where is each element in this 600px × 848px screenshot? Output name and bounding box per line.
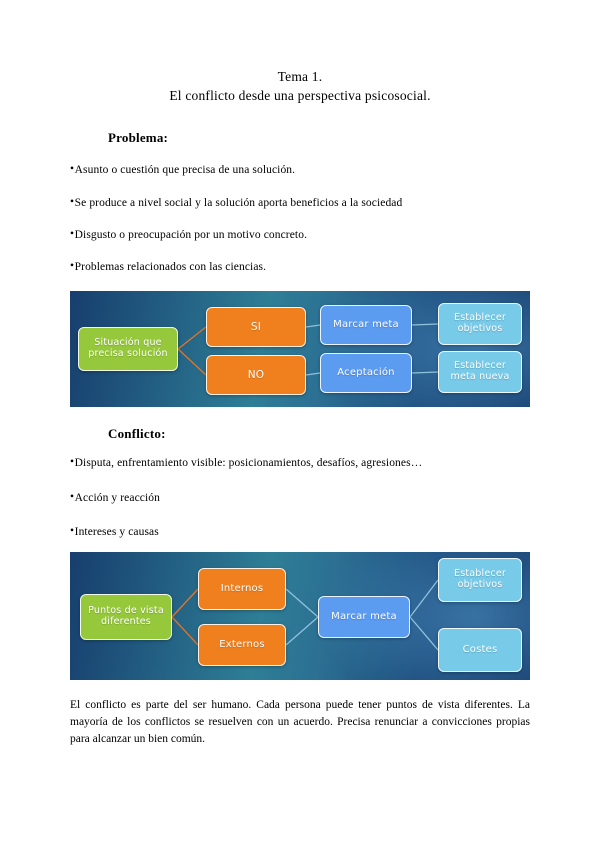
diagram-node-label: Establecer objetivos [454,568,506,590]
document-title: Tema 1. El conflicto desde una perspecti… [0,68,600,106]
title-line-2: El conflicto desde una perspectiva psico… [169,88,431,103]
diagram-node-puntos[interactable]: Puntos de vista diferentes [80,594,172,640]
bullet-marker: • [70,196,75,208]
closing-paragraph: El conflicto es parte del ser humano. Ca… [70,699,530,745]
diagram-node-objetivos2[interactable]: Establecer objetivos [438,558,522,602]
bullet-marker: • [70,260,75,272]
bullet-text: Problemas relacionados con las ciencias. [74,261,267,273]
bullet-problema-4: •Problemas relacionados con las ciencias… [70,260,267,273]
bullet-text: Asunto o cuestión que precisa de una sol… [74,164,296,176]
bullet-conflicto-1: •Disputa, enfrentamiento visible: posici… [70,456,423,469]
diagram-node-objetivos[interactable]: Establecer objetivos [438,303,522,345]
diagram-node-marcar[interactable]: Marcar meta [320,305,412,345]
diagram-node-label: Costes [462,644,498,656]
bullet-marker: • [70,228,75,240]
bullet-marker: • [70,525,75,537]
bullet-marker: • [70,491,75,503]
bullet-problema-2: •Se produce a nivel social y la solución… [70,196,403,209]
bullet-text: Disgusto o preocupación por un motivo co… [74,229,308,241]
diagram-node-externos[interactable]: Externos [198,624,286,666]
diagram-node-internos[interactable]: Internos [198,568,286,610]
diagram-node-label: Puntos de vista diferentes [88,605,164,627]
bullet-problema-3: •Disgusto o preocupación por un motivo c… [70,228,308,241]
bullet-text: Disputa, enfrentamiento visible: posicio… [74,457,423,469]
diagram-node-label: Establecer meta nueva [450,360,510,382]
diagram-node-label: NO [247,368,265,381]
bullet-marker: • [70,456,75,468]
diagram-problema: Situación que precisa solución SI NO Marcar… [70,291,530,407]
diagram-node-aceptacion[interactable]: Aceptación [320,353,412,393]
bullet-conflicto-3: •Intereses y causas [70,525,159,538]
diagram-node-label: Situación que precisa solución [88,337,168,359]
diagram-node-situacion[interactable]: Situación que precisa solución [78,327,178,371]
bullet-marker: • [70,163,75,175]
diagram-node-label: Internos [220,583,264,595]
section-heading-conflicto: Conflicto: [108,426,166,441]
diagram-node-marcar2[interactable]: Marcar meta [318,596,410,638]
diagram-node-label: Marcar meta [333,319,399,331]
bullet-problema-1: •Asunto o cuestión que precisa de una so… [70,163,296,176]
bullet-text: Acción y reacción [74,492,160,504]
diagram-node-no[interactable]: NO [206,355,306,395]
title-line-1: Tema 1. [277,69,323,84]
section-heading-problema: Problema: [108,130,169,145]
diagram-node-si[interactable]: SI [206,307,306,347]
bullet-text: Se produce a nivel social y la solución … [74,197,403,209]
bullet-text: Intereses y causas [74,526,159,538]
bullet-conflicto-2: •Acción y reacción [70,491,160,504]
diagram-node-label: Aceptación [337,367,395,379]
diagram-node-label: Establecer objetivos [454,312,506,334]
diagram-node-metanueva[interactable]: Establecer meta nueva [438,351,522,393]
diagram-node-label: Externos [219,639,265,651]
diagram-node-costes[interactable]: Costes [438,628,522,672]
diagram-node-label: SI [250,320,262,333]
diagram-node-label: Marcar meta [331,611,397,623]
